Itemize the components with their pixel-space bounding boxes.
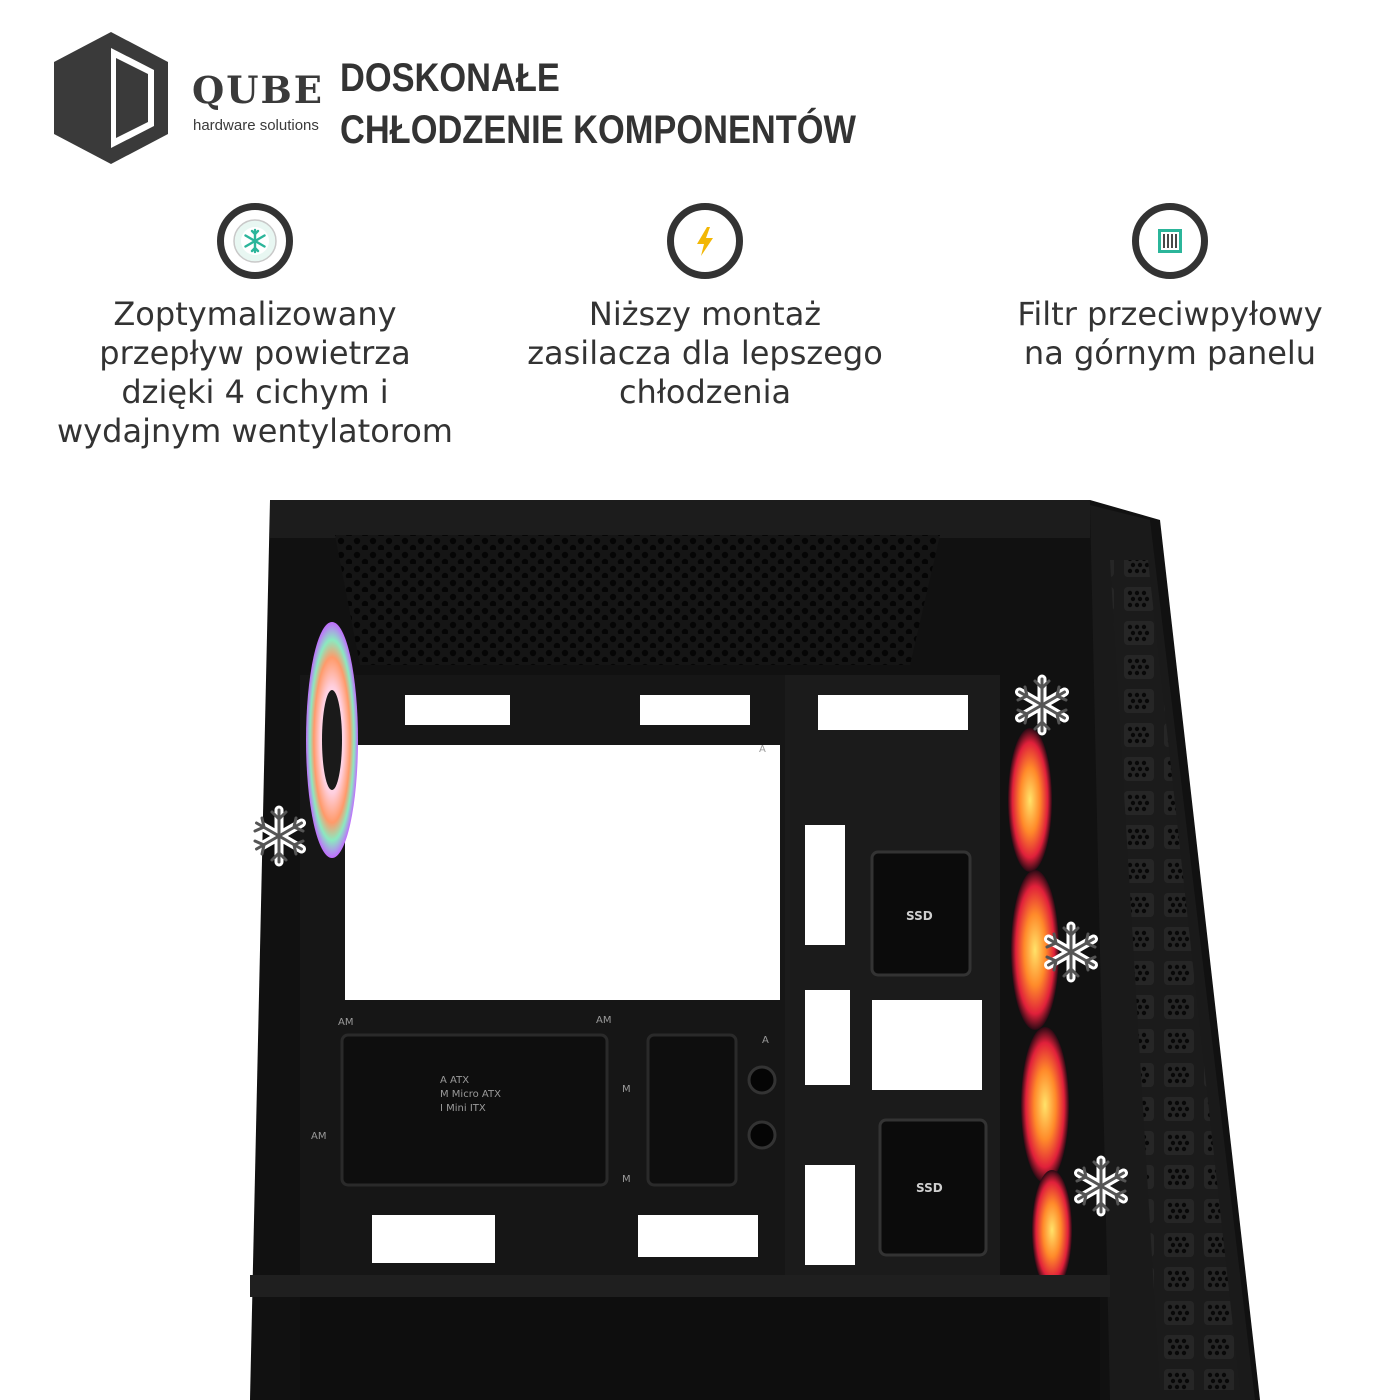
- feature-line: chłodzenia: [618, 373, 792, 411]
- headline-line-1: DOSKONAŁE: [340, 56, 560, 100]
- feature-line: na górnym panelu: [1023, 334, 1317, 372]
- feature-psu: Niższy montaż zasilacza dla lepszego chł…: [505, 203, 905, 412]
- feature-line: dzięki 4 cichym i: [121, 373, 389, 411]
- feature-filter: Filtr przeciwpyłowy na górnym panelu: [985, 203, 1355, 373]
- brand-name: QUBE: [192, 68, 324, 112]
- feature-line: Zoptymalizowany: [113, 295, 397, 333]
- feature-line: Niższy montaż: [588, 295, 822, 333]
- label-mark: A: [762, 1035, 769, 1046]
- pc-case-illustration: AM AM AM A A M M A ATX M Micro ATX I Min…: [250, 500, 1260, 1400]
- feature-filter-text: Filtr przeciwpyłowy na górnym panelu: [985, 295, 1355, 373]
- filter-icon: [1132, 203, 1208, 279]
- ssd-label: SSD: [906, 909, 933, 923]
- lightning-icon: [667, 203, 743, 279]
- headline-line-2: CHŁODZENIE KOMPONENTÓW: [340, 108, 856, 152]
- label-board-itx: I Mini ITX: [440, 1103, 486, 1114]
- label-standoff: AM: [311, 1131, 326, 1142]
- ssd-label: SSD: [916, 1181, 943, 1195]
- label-standoff: AM: [338, 1017, 353, 1028]
- feature-line: wydajnym wentylatorom: [57, 412, 453, 450]
- feature-airflow-text: Zoptymalizowany przepływ powietrza dzięk…: [30, 295, 480, 451]
- label-board-matx: M Micro ATX: [440, 1089, 501, 1100]
- label-board-atx: A ATX: [440, 1075, 469, 1086]
- feature-line: Filtr przeciwpyłowy: [1017, 295, 1323, 333]
- feature-psu-text: Niższy montaż zasilacza dla lepszego chł…: [505, 295, 905, 412]
- label-standoff: AM: [596, 1015, 611, 1026]
- feature-line: przepływ powietrza: [99, 334, 411, 372]
- qube-logo-cube-icon: [54, 32, 168, 164]
- snowflake-icon: [217, 203, 293, 279]
- feature-line: zasilacza dla lepszego: [527, 334, 883, 372]
- headline: DOSKONAŁE CHŁODZENIE KOMPONENTÓW: [340, 52, 856, 156]
- brand-tagline: hardware solutions: [193, 117, 319, 134]
- label-mark: A: [759, 744, 766, 755]
- label-mark: M: [622, 1084, 631, 1095]
- label-mark: M: [622, 1174, 631, 1185]
- feature-airflow: Zoptymalizowany przepływ powietrza dzięk…: [30, 203, 480, 451]
